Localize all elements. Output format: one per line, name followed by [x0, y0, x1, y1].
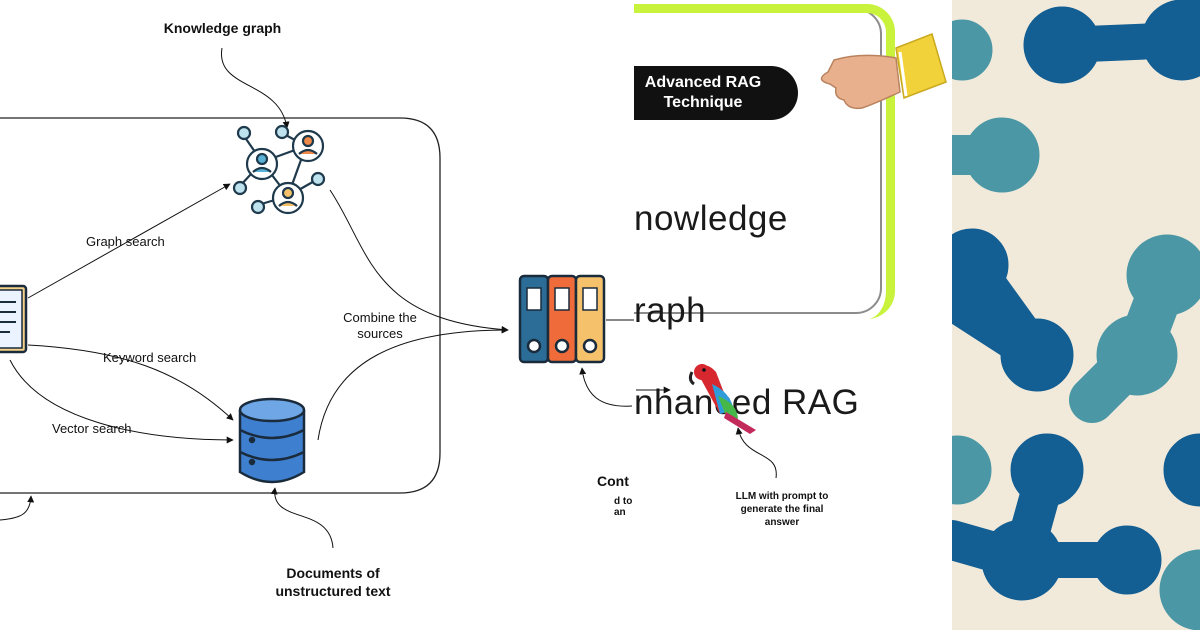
title-line2: raph [634, 291, 707, 330]
cont-label: Cont [597, 473, 629, 489]
card-title: nowledge raph nhanced RAG [634, 150, 859, 472]
documents-label: Documents of unstructured text [258, 564, 408, 600]
title-card-accent [634, 4, 895, 319]
llm-caption: LLM with prompt to generate the final an… [716, 490, 848, 529]
graph-search-label: Graph search [86, 234, 165, 249]
keyword-search-label: Keyword search [103, 350, 197, 365]
kg-to-binders-arrow [329, 189, 509, 334]
title-line3: nhanced RAG [634, 383, 860, 422]
sent-to-label: d to an [614, 496, 633, 518]
knowledge-graph-label: Knowledge graph [163, 20, 282, 36]
rag-flow-diagram: Knowledge graph Graph search Keyword sea… [0, 20, 634, 600]
db-to-binders-arrow [317, 326, 509, 441]
advanced-rag-card-panel: Advanced RAG Technique nowledge raph nha… [634, 0, 952, 630]
vector-search-arrow [9, 359, 234, 444]
combine-label-line1: Combine the [343, 310, 417, 325]
container-box [0, 117, 441, 494]
kg-label-arrow [221, 47, 290, 129]
graph-search-arrow [27, 183, 231, 299]
keyword-search-arrow [27, 344, 234, 421]
documents-label-line1: Documents of [286, 565, 380, 581]
document-icon [0, 284, 28, 354]
docs-label-arrow [270, 487, 334, 549]
binders-icon [518, 274, 606, 364]
badge-line2: Technique [663, 94, 743, 111]
parrot-icon [688, 364, 756, 434]
pointing-hand-icon [820, 33, 947, 110]
llm-line3: answer [764, 517, 800, 528]
llm-section [636, 364, 777, 479]
llm-line1: LLM with prompt to [735, 491, 829, 502]
vector-search-label: Vector search [52, 421, 132, 436]
technique-badge: Advanced RAG Technique [634, 66, 798, 120]
llm-line2: generate the final [740, 504, 824, 515]
documents-label-line2: unstructured text [275, 583, 391, 599]
title-line1: nowledge [634, 199, 788, 238]
database-icon [238, 397, 306, 484]
molecule-pattern [952, 0, 1200, 630]
bottom-left-arrow [0, 495, 35, 521]
decorative-pattern-panel [952, 0, 1200, 630]
return-arrow [579, 367, 633, 407]
knowledge-graph-icon [232, 124, 326, 215]
badge-line1: Advanced RAG [644, 74, 762, 91]
diagram-connectors [0, 47, 634, 549]
combine-label-line2: sources [357, 326, 403, 341]
combine-sources-label: Combine the sources [330, 310, 430, 342]
